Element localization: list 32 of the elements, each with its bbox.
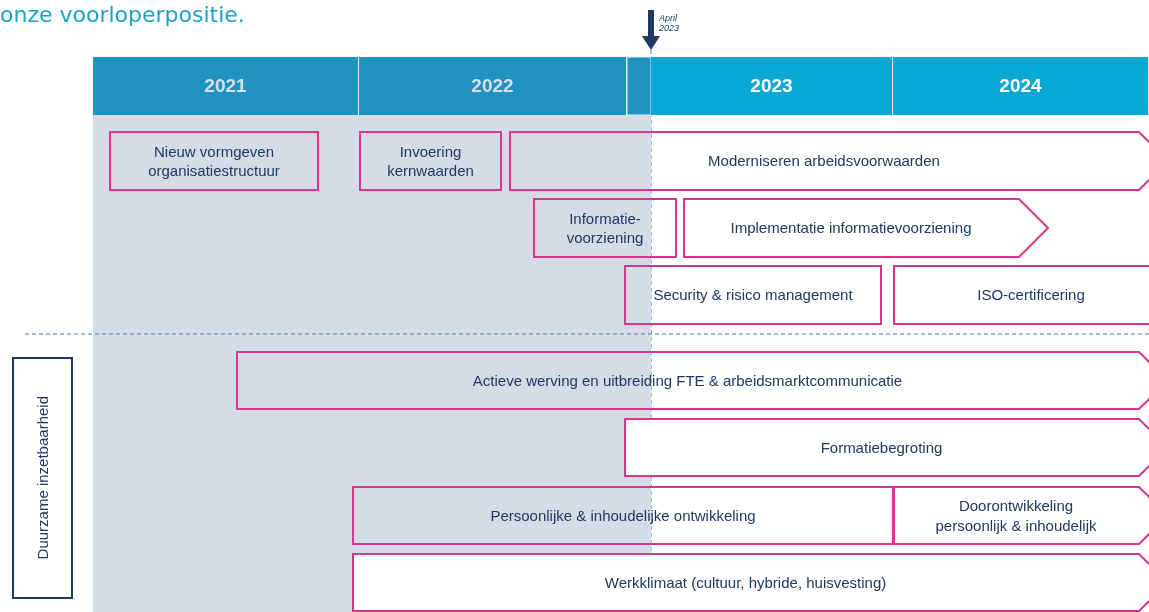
activity-arrow-bar <box>624 418 1149 477</box>
date-marker-label: April 2023 <box>659 13 681 33</box>
activity-label: Nieuw vormgeven organisatiestructuur <box>147 141 281 181</box>
activity-box <box>893 265 1149 325</box>
activity-label: Invoering kernwaarden <box>386 141 475 181</box>
activity-box <box>352 486 894 545</box>
activity-box <box>533 198 677 258</box>
activity-label: Doorontwikkeling persoonlijk & inhoudelijk <box>934 496 1098 535</box>
activity-label: Werkklimaat (cultuur, hybride, huisvesting) <box>604 572 887 593</box>
activity-label: Security & risico management <box>653 285 853 305</box>
heading-text: onze voorloperpositie. <box>0 2 245 27</box>
year-header: 2022 <box>359 57 627 115</box>
activity-arrow-bar <box>352 553 1149 612</box>
activity-label: Informatie-voorziening <box>565 208 645 248</box>
activity-label: Persoonlijke & inhoudelijke ontwikkeling <box>490 505 756 526</box>
activity-arrow-bar <box>236 351 1149 410</box>
activity-arrow-bar <box>509 131 1149 191</box>
activity-arrow-bar <box>893 486 1149 545</box>
activity-box <box>109 131 319 191</box>
activity-box <box>359 131 502 191</box>
category-label: Duurzame inzetbaarheid <box>32 396 52 560</box>
activity-label: Actieve werving en uitbreiding FTE & arbeidsmarktcommunicatie <box>472 370 903 391</box>
year-header: 2021 <box>93 57 359 115</box>
activity-label: ISO-certificering <box>977 285 1085 305</box>
activity-label: Formatiebegroting <box>820 437 943 458</box>
year-header: 2024 <box>893 57 1149 115</box>
activity-label: Moderniseren arbeidsvoorwaarden <box>708 151 940 171</box>
activity-arrow-bar <box>683 198 1049 258</box>
year-header: 2023 <box>651 57 893 115</box>
category-box <box>12 357 73 599</box>
activity-box <box>624 265 882 325</box>
activity-label: Implementatie informatievoorziening <box>730 218 972 238</box>
